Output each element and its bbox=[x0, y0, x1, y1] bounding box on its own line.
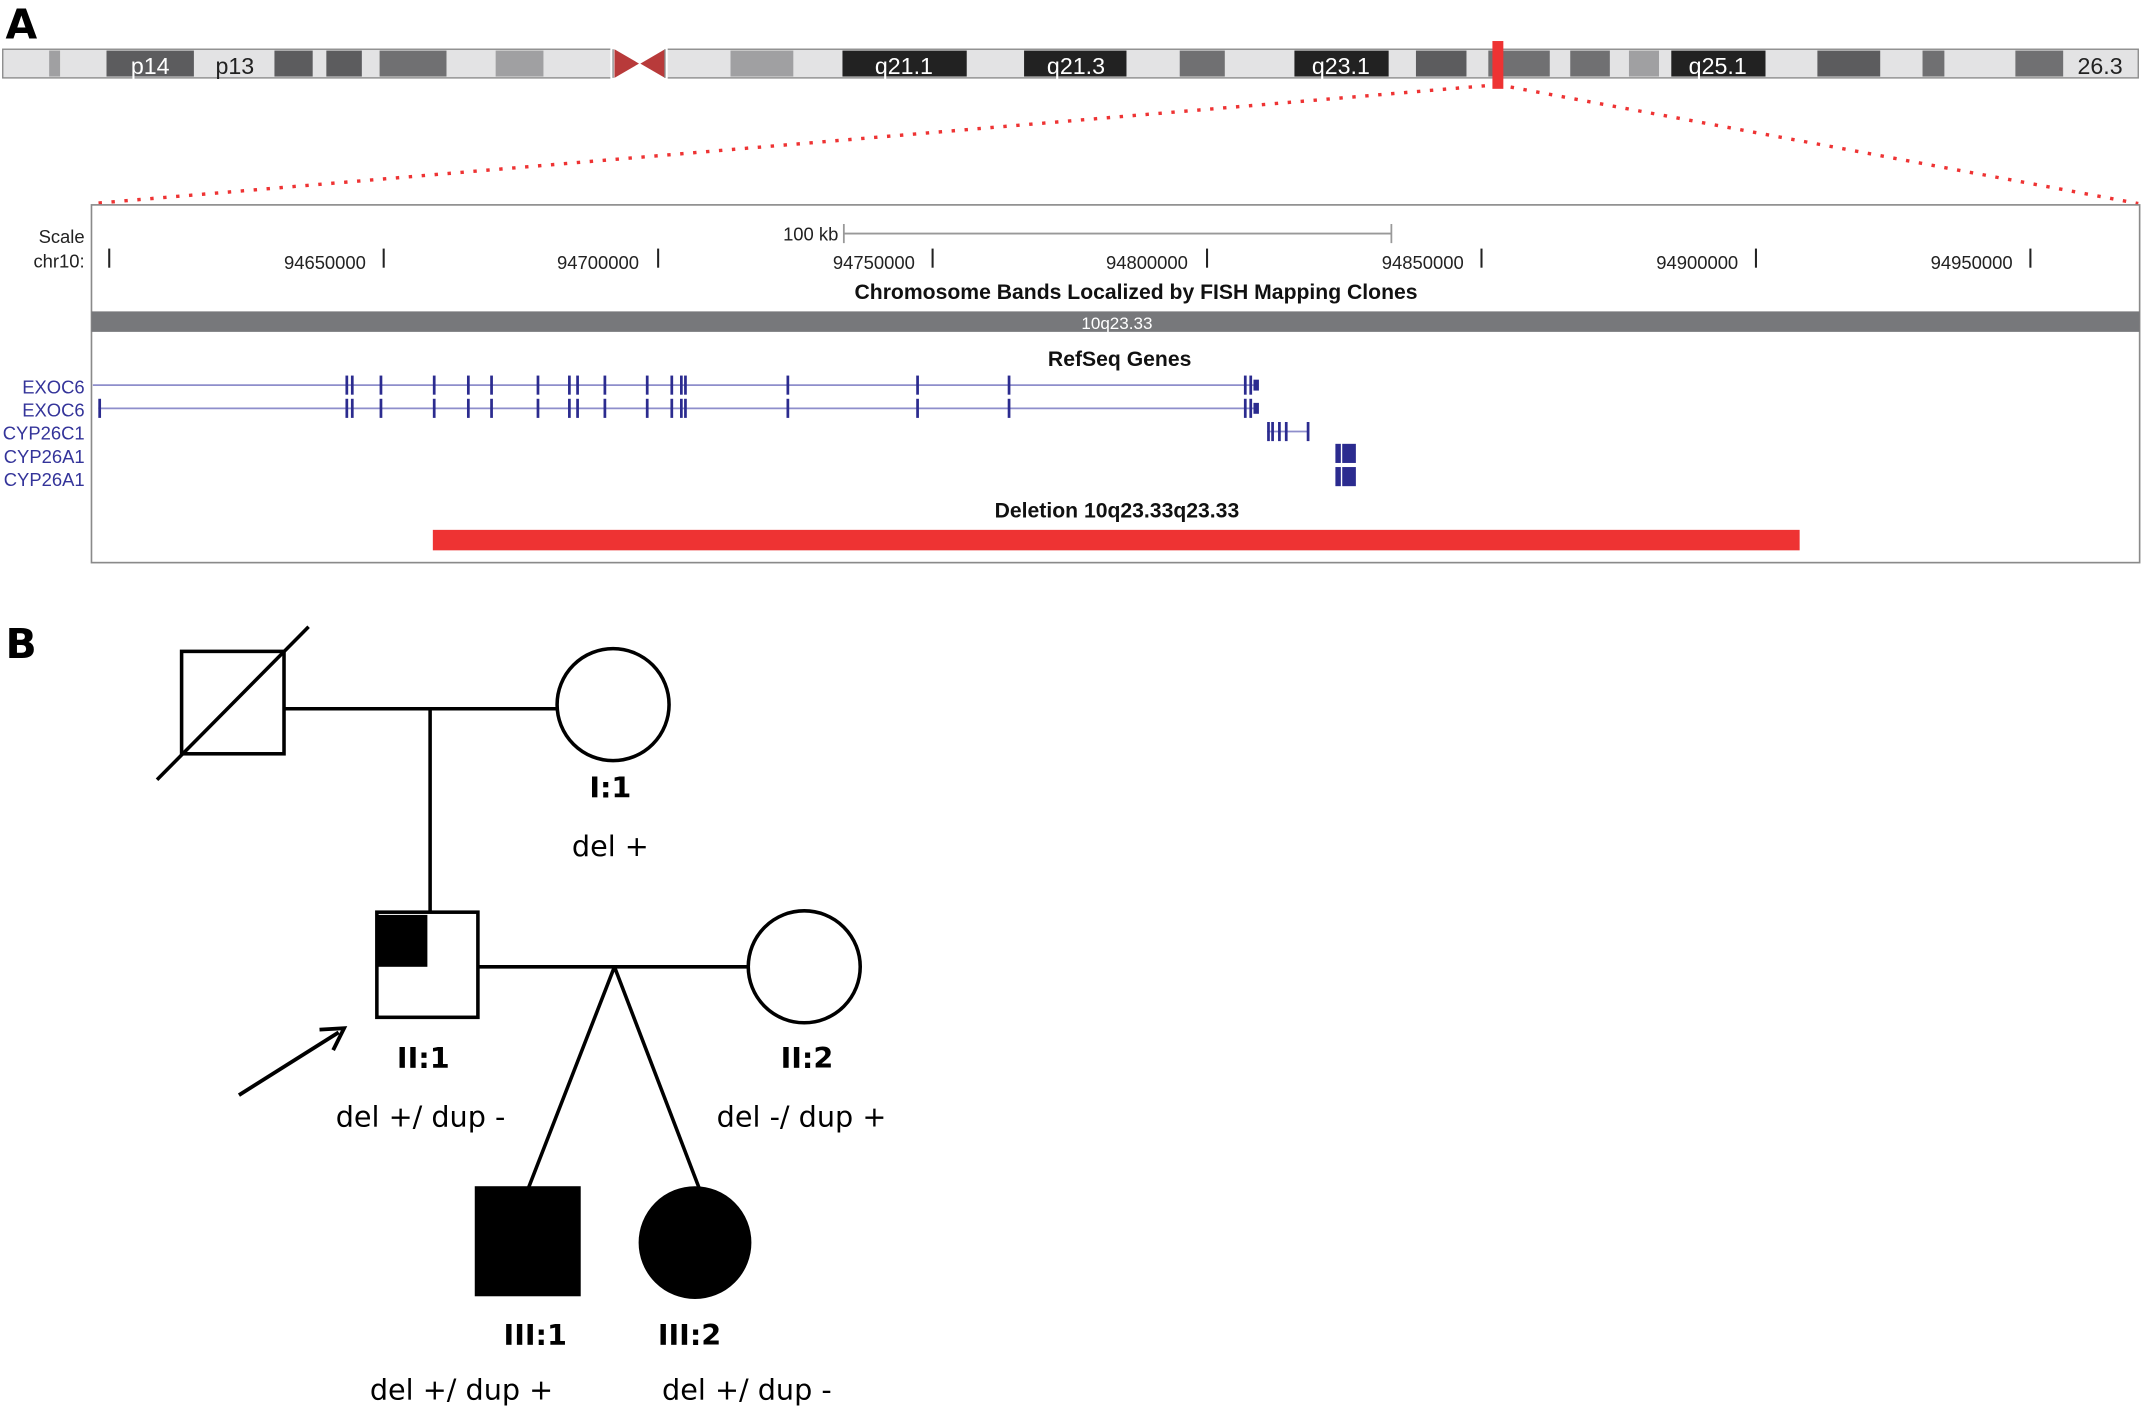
chrom-label: chr10: bbox=[33, 251, 84, 272]
band bbox=[730, 50, 794, 77]
band-track-label: 10q23.33 bbox=[1081, 314, 1152, 333]
gene-cyp26a1-transcript-2[interactable] bbox=[1335, 467, 1356, 487]
band-track-title: Chromosome Bands Localized by FISH Mappi… bbox=[855, 281, 1418, 304]
band-p14 bbox=[106, 50, 194, 77]
id-II-1: II:1 bbox=[397, 1041, 450, 1075]
chromosome-ideogram: p14 p13 q21.1 q21.3 q23.1 q25.1 26.3 bbox=[2, 41, 2139, 89]
position-label: 94950000 bbox=[1931, 252, 2013, 273]
genotype-III-2: del +/ dup - bbox=[662, 1373, 832, 1407]
band bbox=[1628, 50, 1660, 77]
scale-bar-label: 100 kb bbox=[783, 223, 838, 244]
band bbox=[1415, 50, 1467, 77]
gene-cyp26c1[interactable] bbox=[1267, 421, 1310, 442]
id-III-2: III:2 bbox=[658, 1318, 721, 1352]
individual-I-1 bbox=[555, 646, 671, 763]
position-label: 94700000 bbox=[557, 252, 639, 273]
individual-III-2-affected bbox=[638, 1186, 752, 1300]
gene-exoc6-transcript-1[interactable] bbox=[92, 375, 1259, 395]
band bbox=[49, 50, 61, 77]
scale-label: Scale bbox=[39, 226, 85, 247]
band bbox=[1570, 50, 1610, 77]
genotype-II-2: del -/ dup + bbox=[717, 1100, 887, 1134]
deceased-slash bbox=[155, 625, 310, 781]
position-label: 94650000 bbox=[284, 252, 366, 273]
centromere bbox=[640, 49, 665, 78]
band bbox=[326, 50, 362, 77]
carrier-quadrant bbox=[378, 914, 428, 967]
band bbox=[1817, 50, 1881, 77]
gene-label-cyp26c1[interactable]: CYP26C1 bbox=[3, 423, 85, 444]
band-label-26-3: 26.3 bbox=[2077, 53, 2122, 79]
band bbox=[379, 50, 447, 77]
position-label: 94800000 bbox=[1106, 252, 1188, 273]
panel-label-b: B bbox=[5, 620, 36, 668]
pedigree: I:1 del + II:1 del +/ dup - II:2 del -/ … bbox=[155, 625, 887, 1407]
gene-label-exoc6[interactable]: EXOC6 bbox=[22, 376, 84, 397]
id-I-1: I:1 bbox=[589, 770, 631, 804]
gene-label-cyp26a1[interactable]: CYP26A1 bbox=[4, 469, 85, 490]
panel-label-a: A bbox=[5, 0, 37, 48]
gene-cyp26a1-transcript-1[interactable] bbox=[1335, 443, 1356, 463]
refseq-title: RefSeq Genes bbox=[1048, 348, 1191, 371]
band bbox=[274, 50, 313, 77]
band bbox=[495, 50, 544, 77]
position-label: 94850000 bbox=[1382, 252, 1464, 273]
band-label-q21-3: q21.3 bbox=[1047, 53, 1105, 79]
genotype-I-1: del + bbox=[572, 829, 649, 863]
individual-III-1-affected bbox=[474, 1186, 581, 1297]
band-q21-1 bbox=[842, 50, 967, 77]
proband-arrow-icon bbox=[237, 1026, 348, 1097]
band-label-p13: p13 bbox=[215, 53, 254, 79]
region-highlight-marker bbox=[1492, 41, 1504, 89]
deletion-bar bbox=[432, 529, 1800, 551]
genotype-II-1: del +/ dup - bbox=[336, 1100, 506, 1134]
band-q25-1 bbox=[1671, 50, 1766, 77]
zoom-lines bbox=[92, 83, 2139, 206]
band bbox=[1922, 50, 1945, 77]
deletion-title: Deletion 10q23.33q23.33 bbox=[995, 500, 1240, 523]
scale-bar bbox=[842, 224, 1393, 244]
band-label-q23-1: q23.1 bbox=[1312, 53, 1370, 79]
band-label-q25-1: q25.1 bbox=[1689, 53, 1747, 79]
gene-label-exoc6[interactable]: EXOC6 bbox=[22, 400, 84, 421]
band-label-p14: p14 bbox=[131, 53, 170, 79]
exon bbox=[1253, 379, 1259, 391]
position-ticks bbox=[108, 248, 2032, 268]
band-q23-1 bbox=[1294, 50, 1389, 77]
band bbox=[2015, 50, 2064, 77]
id-III-1: III:1 bbox=[504, 1318, 567, 1352]
band-q21-3 bbox=[1024, 50, 1127, 77]
band-track-bar bbox=[91, 311, 2140, 332]
centromere bbox=[614, 49, 640, 78]
individual-II-2 bbox=[746, 909, 862, 1025]
band-label-q21-1: q21.1 bbox=[875, 53, 933, 79]
id-II-2: II:2 bbox=[781, 1041, 834, 1075]
genome-browser: Scale chr10: 100 kb 94650000 94700000 94… bbox=[3, 204, 2141, 564]
gene-exoc6-transcript-2[interactable] bbox=[98, 398, 1259, 418]
exon bbox=[1253, 402, 1259, 414]
band bbox=[1179, 50, 1225, 77]
gene-label-cyp26a1[interactable]: CYP26A1 bbox=[4, 446, 85, 467]
genotype-III-1: del +/ dup + bbox=[370, 1373, 553, 1407]
position-label: 94900000 bbox=[1656, 252, 1738, 273]
position-label: 94750000 bbox=[833, 252, 915, 273]
